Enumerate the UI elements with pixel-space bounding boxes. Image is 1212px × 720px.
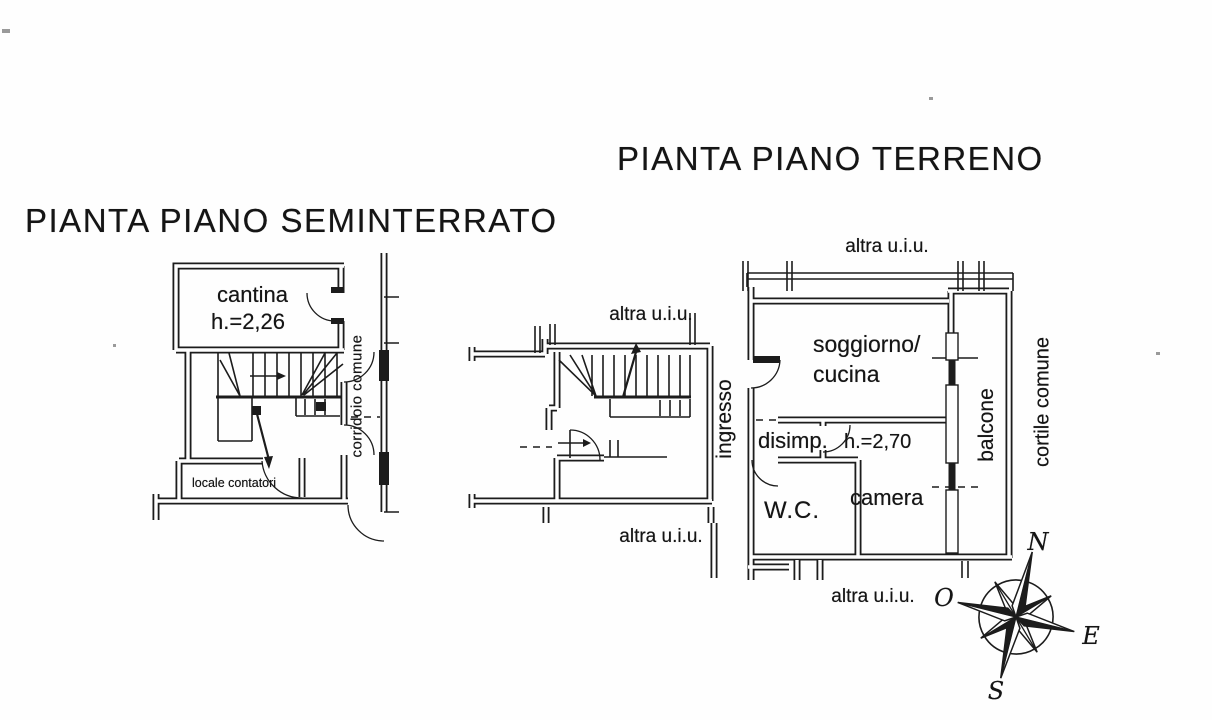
label-cantina-height: h.=2,26 (211, 309, 286, 334)
room-label-cucina: cucina (813, 361, 880, 387)
compass-west-label: O (934, 584, 954, 612)
room-label-cantina: cantina (217, 282, 288, 307)
balcony-windows (945, 332, 959, 554)
dashed-openings (351, 416, 978, 488)
scan-speck (929, 97, 933, 100)
room-label-soggiorno: soggiorno/ (813, 331, 921, 357)
room-label-camera: camera (850, 485, 924, 510)
scan-speck (1156, 352, 1160, 355)
label-balcone: balcone (975, 388, 998, 462)
label-corridoio-comune: corridoio comune (348, 334, 366, 458)
groundfloor-thin-lines (534, 261, 1014, 578)
compass-east-label: E (1082, 622, 1100, 650)
compass-rose-icon (957, 551, 1075, 679)
scan-speck (113, 344, 116, 347)
wall-pillars (252, 287, 956, 490)
scan-speck (2, 29, 10, 33)
label-altra-uiu-bottom-right: altra u.i.u. (831, 586, 915, 607)
stair-direction-lines (255, 351, 638, 461)
door-swing-arcs (261, 292, 851, 542)
label-altra-uiu-left: altra u.i.u. (609, 304, 693, 325)
label-altra-uiu-top: altra u.i.u. (845, 236, 929, 257)
stair-arrows (264, 343, 641, 469)
compass-south-label: S (987, 677, 1005, 705)
label-altra-uiu-bottom: altra u.i.u. (619, 526, 703, 547)
label-cortile-comune: cortile comune (1031, 336, 1054, 468)
title-piano-terreno: PIANTA PIANO TERRENO (617, 140, 1044, 177)
label-altezza-270: h.=2,70 (844, 431, 912, 453)
room-label-wc: W.C. (764, 497, 820, 524)
compass-north-label: N (1027, 528, 1049, 556)
label-ingresso: ingresso (713, 379, 736, 459)
label-locale-contatori: locale contatori (192, 476, 277, 490)
groundfloor-walls (472, 287, 1012, 580)
title-piano-seminterrato: PIANTA PIANO SEMINTERRATO (25, 202, 558, 239)
room-label-disimpegno: disimp. (758, 428, 828, 453)
